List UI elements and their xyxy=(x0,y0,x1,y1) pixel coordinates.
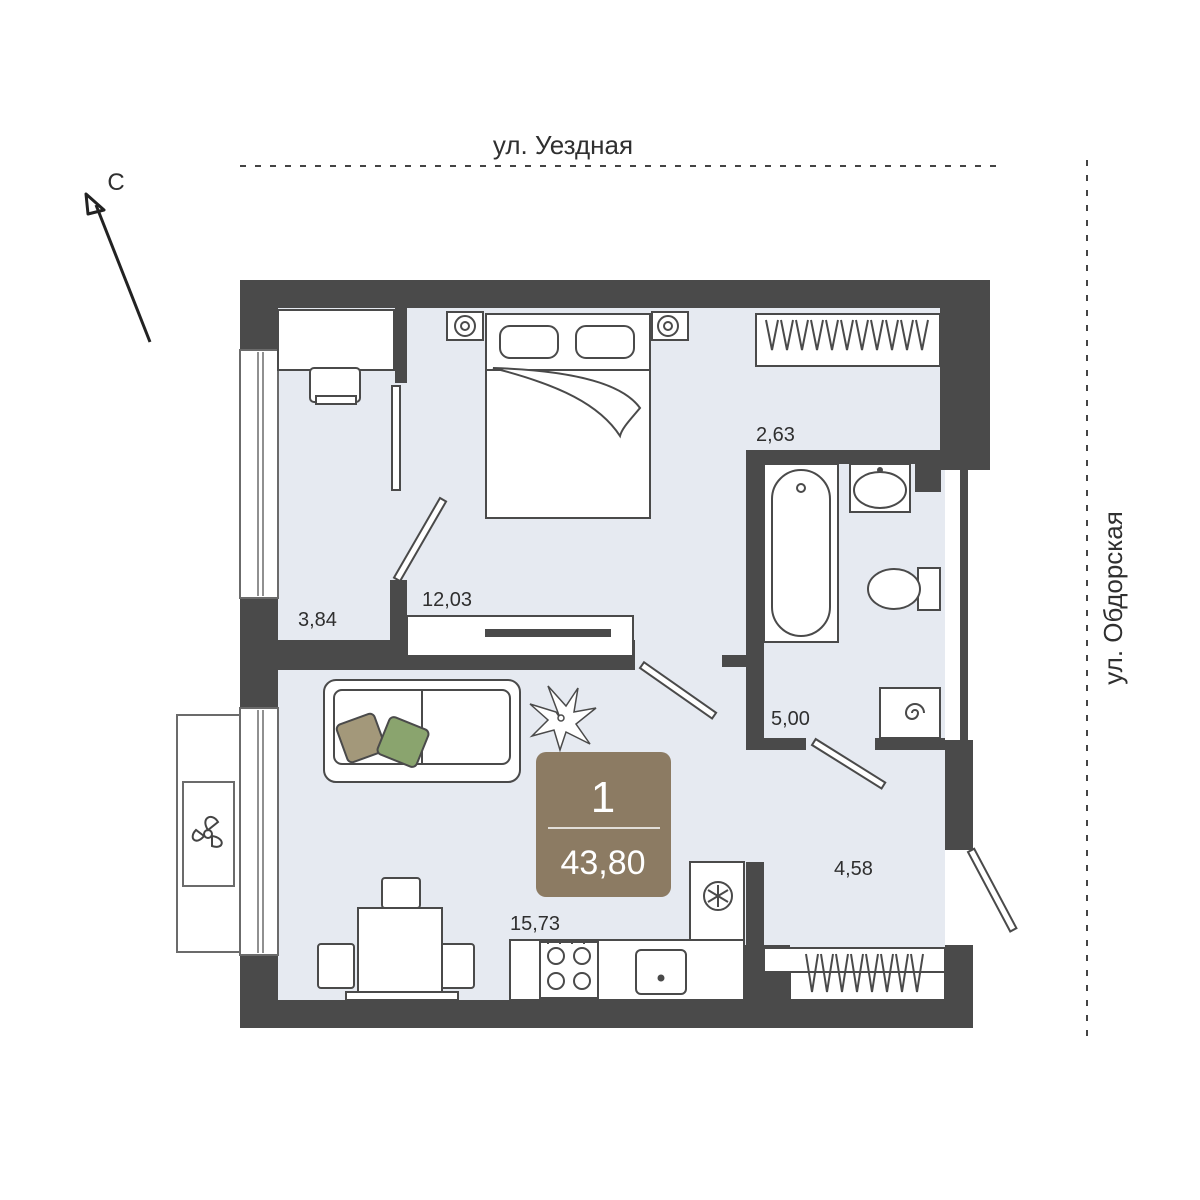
apartment-total-area: 43,80 xyxy=(560,844,645,882)
sink-bathroom xyxy=(849,463,911,513)
balcony xyxy=(176,714,241,953)
bathtub xyxy=(763,463,839,643)
pillow-green xyxy=(376,716,430,768)
tv-unit xyxy=(406,615,634,657)
outer-walls xyxy=(240,280,990,1028)
window-panes xyxy=(257,352,264,953)
area-bedroom: 12,03 xyxy=(422,589,472,611)
area-bathroom: 5,00 xyxy=(771,708,810,730)
sink-kitchen xyxy=(635,949,687,995)
area-hallway: 4,58 xyxy=(834,858,873,880)
apartment-room-count: 1 xyxy=(591,773,615,822)
nightstand-right-icon xyxy=(651,311,689,341)
area-storage: 2,63 xyxy=(756,424,795,446)
snowflake-icon xyxy=(703,881,733,911)
street-label-top: ул. Уездная xyxy=(493,130,633,160)
spiral-icon xyxy=(904,703,925,720)
stove-burners-icon xyxy=(547,947,591,990)
area-wardrobe-niche: 3,84 xyxy=(298,609,337,631)
fan-icon xyxy=(191,815,223,848)
closet-bedroom xyxy=(755,313,941,367)
bed xyxy=(485,313,651,519)
pillow-olive xyxy=(335,712,387,764)
windows xyxy=(239,349,279,956)
plant-icon xyxy=(529,685,597,753)
kitchen-counter xyxy=(509,861,745,1001)
dining-set xyxy=(317,877,475,1001)
doors xyxy=(391,385,1018,933)
street-label-right: ул. Обдорская xyxy=(1098,511,1128,685)
desk xyxy=(277,309,395,405)
nightstand-left-icon xyxy=(446,311,484,341)
area-living-kitchen: 15,73 xyxy=(510,913,560,935)
washing-machine xyxy=(879,687,941,739)
toilet xyxy=(867,567,941,611)
closet-hallway xyxy=(763,947,946,1001)
north-arrow-icon xyxy=(84,192,152,343)
apartment-badge xyxy=(536,752,671,897)
compass-label: С xyxy=(107,169,124,196)
